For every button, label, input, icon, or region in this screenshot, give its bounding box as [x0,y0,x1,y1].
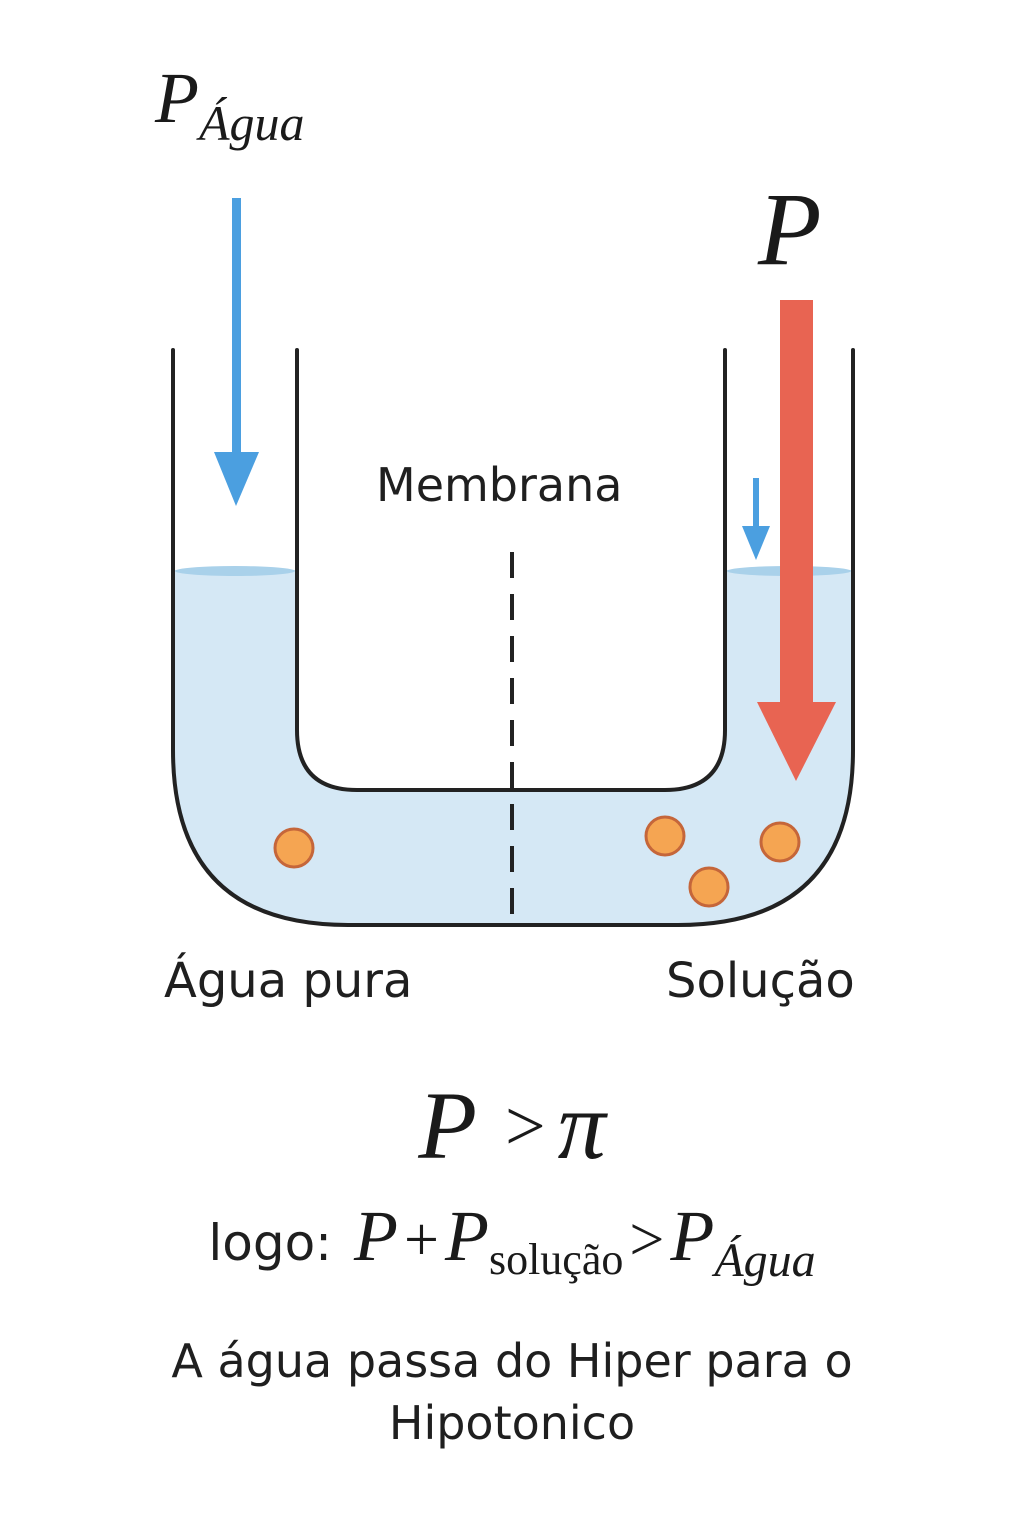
solute-particle [759,821,801,863]
applied-pressure-label: P [758,172,822,287]
solution-pressure-arrow [742,478,770,560]
eq-term-p-solution: P [444,1196,489,1276]
eq-subscript-water: Água [714,1234,816,1287]
eq-greater-than: > [629,1206,665,1274]
water-surface-left [175,566,295,576]
consequence-equation: logo:P+Psolução>PÁgua [0,1200,1024,1285]
inequality-operator: > [504,1086,546,1166]
logo-word: logo: [208,1214,333,1272]
eq-term-p-water: P [670,1196,715,1276]
membrane-label: Membrana [376,458,623,512]
solute-particle [688,866,730,908]
main-inequality: P>π [0,1078,1024,1174]
conclusion-line-1: A água passa do Hiper para o [171,1334,853,1388]
inequality-right: π [557,1072,606,1179]
solute-particle [273,827,315,869]
water-pressure-arrow [214,198,259,506]
eq-plus: + [404,1206,439,1274]
conclusion-text: A água passa do Hiper para o Hipotonico [0,1330,1024,1454]
inequality-left: P [418,1072,477,1179]
tube-outer-wall [171,348,855,927]
tube-inner-wall [295,348,727,792]
pressure-water-subscript: Água [198,95,305,151]
pressure-water-symbol: P [155,58,199,138]
conclusion-line-2: Hipotonico [388,1396,636,1450]
eq-term-p: P [354,1196,398,1276]
eq-subscript-solution: solução [488,1235,624,1284]
pure-water-label: Água pura [164,953,413,1009]
solution-label: Solução [666,953,855,1009]
solute-particle [644,815,686,857]
pressure-water-label: PÁgua [155,62,305,148]
applied-pressure-arrow [757,300,836,781]
